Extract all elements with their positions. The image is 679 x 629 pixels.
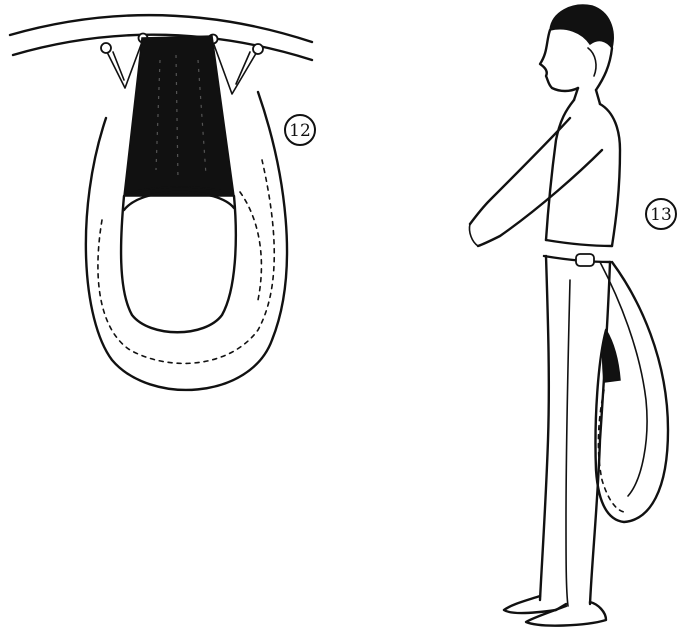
hair [550,5,613,48]
hand [469,224,478,246]
hanging-strap-outer [595,262,668,522]
svg-text:13: 13 [650,205,672,225]
belt-buckle [576,254,594,266]
strap-dark-patch [603,330,620,382]
front-leg-line [540,256,549,600]
leg-seam [566,280,570,606]
dark-strap [124,36,234,196]
back-of-head [596,48,612,90]
arm-bottom [478,150,602,246]
ear [588,48,596,76]
rivet [101,43,111,53]
figure-label-12: 12 [285,115,315,145]
right-bracket [213,42,258,94]
figure-label-13: 13 [646,199,676,229]
standing-man-with-strap-illustration: 13 [469,5,676,625]
inner-loop-opening [121,196,236,332]
neck [574,88,600,104]
back-leg-line [590,262,610,604]
strap-loop-detail-illustration: 12 [10,15,315,390]
back-line [600,104,620,246]
right-shoe [526,602,606,626]
face-profile [540,30,578,91]
belt-top [546,240,612,246]
rivet [253,44,263,54]
chest-line [546,100,574,240]
svg-text:12: 12 [289,121,311,141]
arm-top [470,118,570,224]
